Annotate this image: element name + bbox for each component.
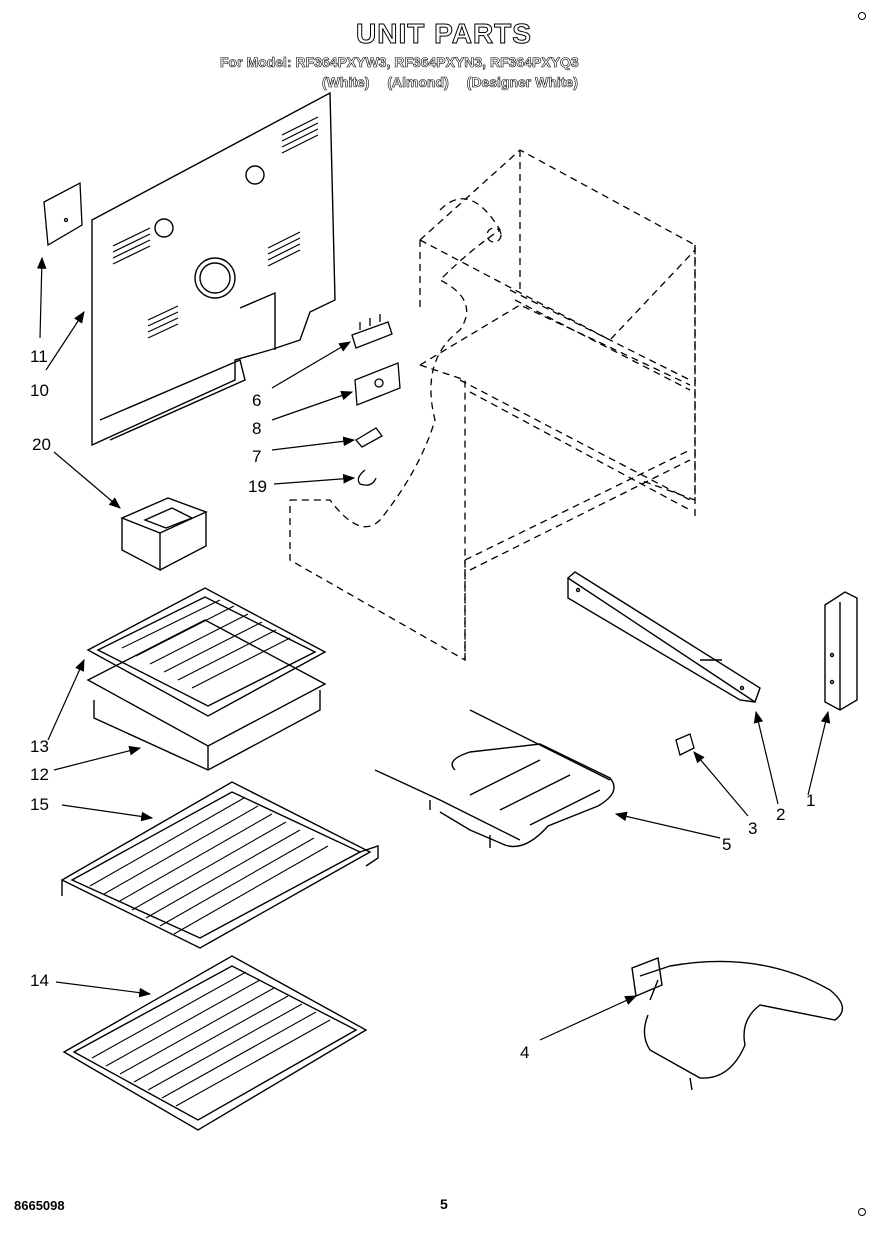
corner-mark-top-right: [858, 12, 866, 20]
color-almond: (Almond): [387, 74, 449, 91]
bracket: [354, 362, 401, 406]
parts-box: [120, 497, 208, 572]
callout-6: 6: [252, 391, 261, 410]
callout-7: 7: [252, 447, 261, 466]
panel-gasket: [43, 181, 83, 247]
callout-1: 1: [806, 791, 815, 810]
broiler-pan: [86, 619, 327, 771]
oven-rack: [60, 781, 379, 949]
callout-5: 5: [722, 835, 731, 854]
callout-numbers: 11 10 6 8 7 19 20 13 12 15 14 5 3 2 1 4: [30, 347, 815, 1062]
callout-15: 15: [30, 795, 49, 814]
bake-element: [374, 709, 615, 848]
grommet: [357, 469, 377, 486]
callout-8: 8: [252, 419, 261, 438]
color-designer-white: (Designer White): [466, 74, 578, 91]
end-cap: [824, 591, 858, 711]
broil-element: [631, 957, 843, 1091]
oven-cabinet-outline: [289, 149, 696, 662]
page-title: UNIT PARTS: [356, 18, 532, 50]
document-number: 8665098: [14, 1198, 65, 1213]
model-line: For Model: RF364PXYW3, RF364PXYN3, RF364…: [220, 54, 579, 71]
callout-leaders: [36, 256, 831, 1041]
callout-3: 3: [748, 819, 757, 838]
callout-19: 19: [248, 477, 267, 496]
callout-14: 14: [30, 971, 49, 990]
corner-mark-bottom-right: [858, 1208, 866, 1216]
callout-20: 20: [32, 435, 51, 454]
broiler-grid: [86, 587, 327, 717]
callout-10: 10: [30, 381, 49, 400]
callout-13: 13: [30, 737, 49, 756]
color-white: (White): [322, 74, 370, 91]
oven-rack-flat: [62, 955, 368, 1131]
callout-4: 4: [520, 1043, 529, 1062]
page-number: 5: [440, 1196, 448, 1212]
header: UNIT PARTS: [0, 18, 888, 50]
side-trim: [566, 571, 761, 704]
terminal-block: [351, 314, 393, 349]
color-line: (White) (Almond) (Designer White): [322, 74, 592, 91]
callout-2: 2: [776, 805, 785, 824]
back-panel: [91, 91, 336, 447]
callout-11: 11: [30, 347, 48, 366]
callout-12: 12: [30, 765, 49, 784]
clip: [355, 427, 383, 448]
trim-clip: [675, 733, 695, 756]
